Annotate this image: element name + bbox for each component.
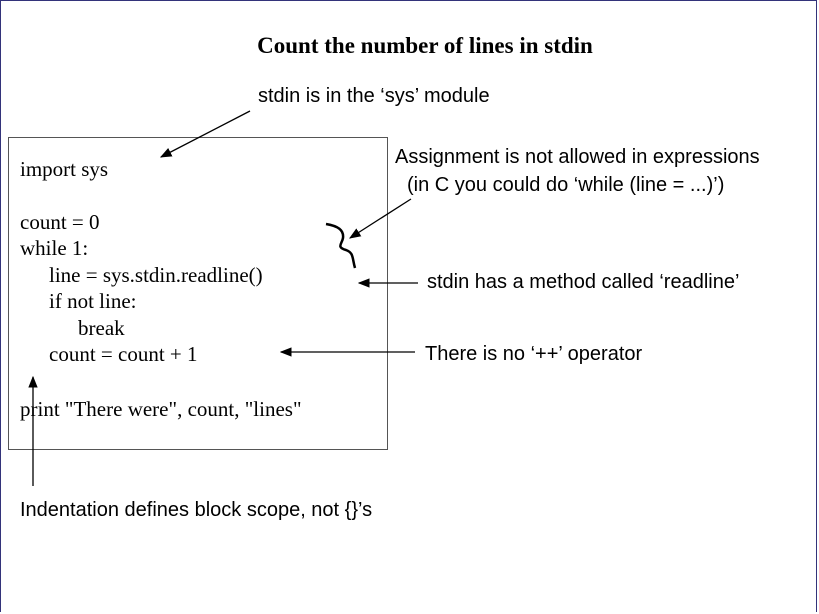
stdin-module-note: stdin is in the ‘sys’ module [258, 85, 490, 107]
slide-title: Count the number of lines in stdin [257, 33, 593, 58]
code-line-print: print "There were", count, "lines" [20, 397, 302, 421]
code-line-readline: line = sys.stdin.readline() [49, 263, 263, 287]
code-line-increment: count = count + 1 [49, 342, 198, 366]
arrow-to-brace [349, 198, 412, 239]
curly-brace-icon [325, 222, 357, 269]
code-line-count-init: count = 0 [20, 210, 100, 234]
assignment-note-line1: Assignment is not allowed in expressions [395, 146, 760, 168]
no-increment-note: There is no ‘++’ operator [425, 343, 643, 365]
assignment-note-line2: (in C you could do ‘while (line = ...)’) [407, 174, 725, 196]
code-line-if-not: if not line: [49, 289, 137, 313]
arrow-to-import [159, 110, 251, 158]
code-box [8, 137, 388, 450]
code-line-import: import sys [20, 157, 109, 181]
code-line-while: while 1: [20, 236, 89, 260]
readline-note: stdin has a method called ‘readline’ [427, 271, 740, 293]
indentation-note: Indentation defines block scope, not {}’… [20, 499, 373, 521]
code-line-break: break [78, 316, 125, 340]
